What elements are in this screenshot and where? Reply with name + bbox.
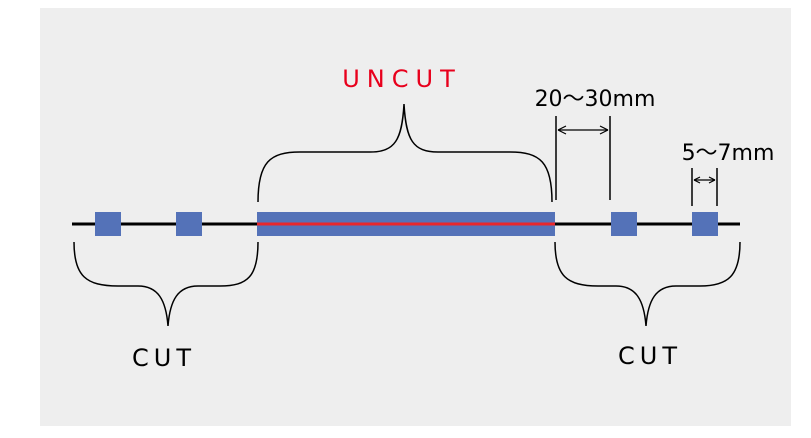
cut-label-right: CUT bbox=[618, 342, 682, 370]
cut-label-left: CUT bbox=[132, 344, 196, 372]
uncut-label: UNCUT bbox=[342, 65, 462, 93]
cut-block-2 bbox=[176, 212, 202, 236]
uncut-brace bbox=[257, 103, 553, 203]
block-dimension-label: 5～7mm bbox=[682, 141, 775, 166]
cut-block-4 bbox=[692, 212, 718, 236]
gap-arrowheads bbox=[557, 125, 609, 135]
cut-block-1 bbox=[95, 212, 121, 236]
cut-block-3 bbox=[611, 212, 637, 236]
block-arrowheads bbox=[693, 176, 716, 184]
cut-brace-right bbox=[554, 241, 741, 327]
gap-dimension-label: 20～30mm bbox=[535, 87, 656, 112]
cut-brace-left bbox=[73, 241, 259, 327]
